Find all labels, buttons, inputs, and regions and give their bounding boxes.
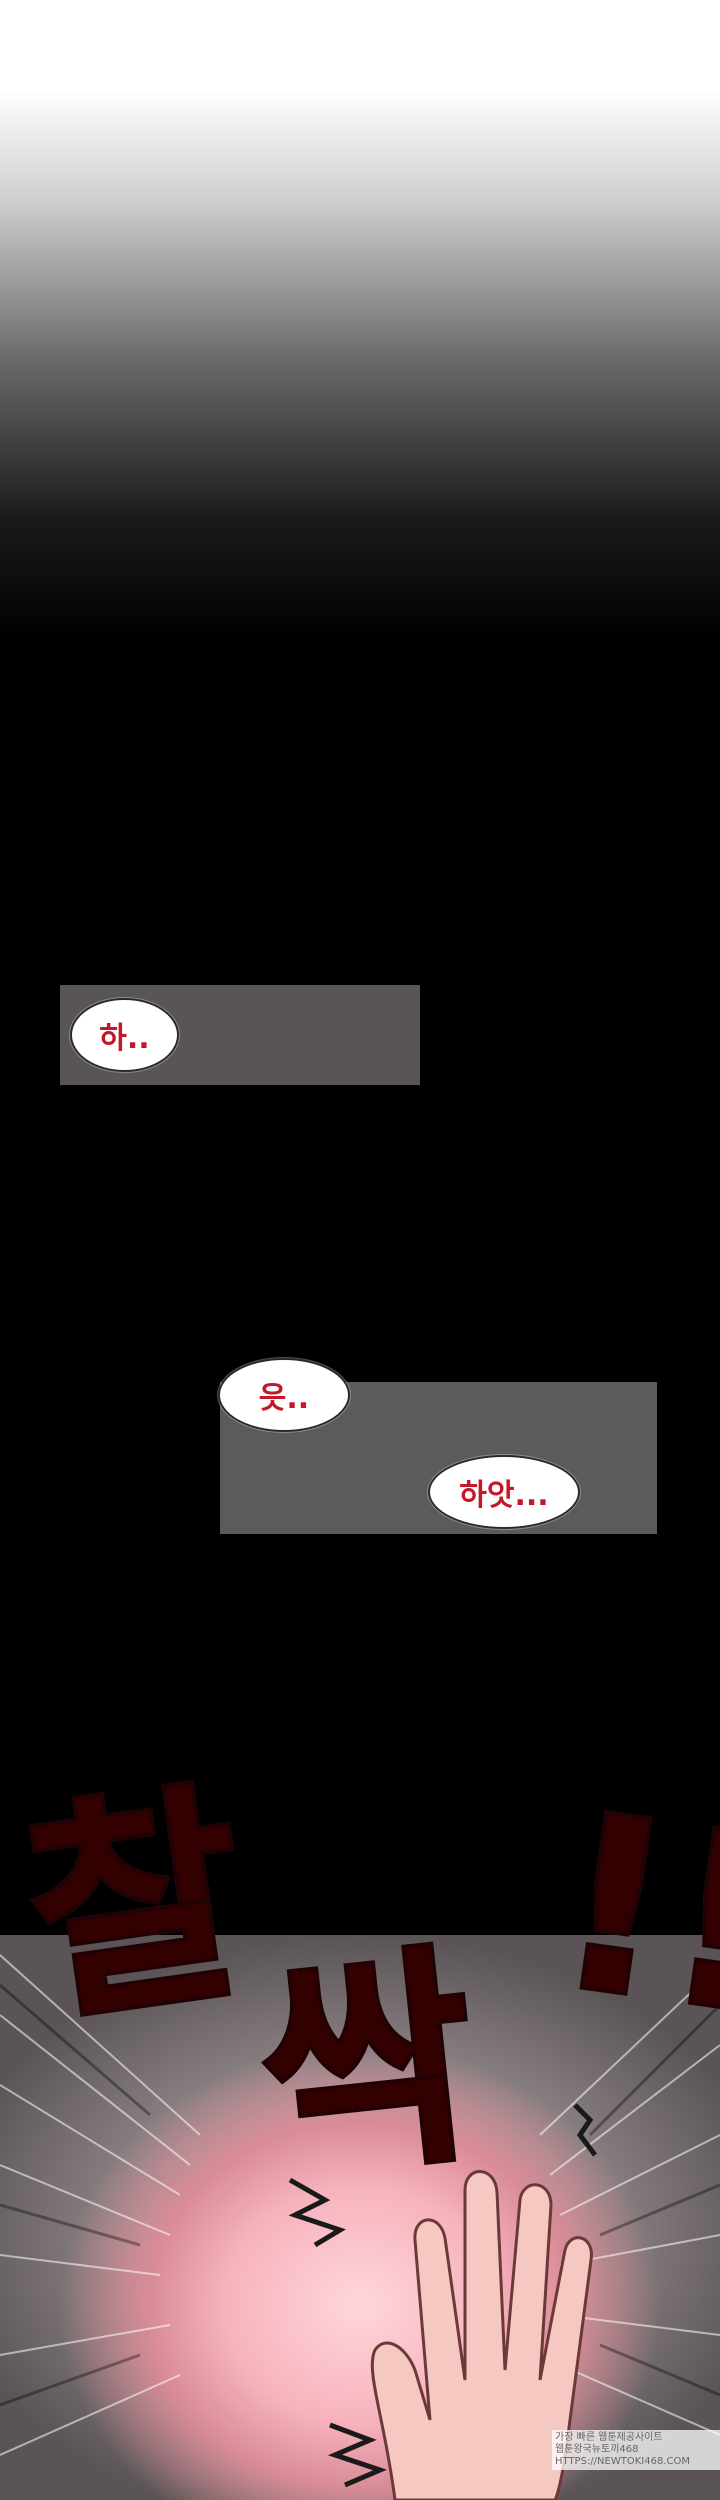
- top-gradient-fade: [0, 0, 720, 640]
- watermark-line-3: HTTPS://NEWTOKI468.COM: [555, 2456, 690, 2467]
- vibration-mark-right: [573, 2103, 597, 2157]
- watermark-line-1: 가장 빠른 웹툰제공사이트: [555, 2432, 663, 2443]
- speech-bubble-1-text: 하..: [99, 1021, 150, 1056]
- sfx-ssak: 싹: [243, 1870, 490, 2223]
- speech-bubble-2: 읏..: [218, 1358, 350, 1432]
- sfx-exclamation: !!: [539, 1758, 720, 2072]
- vibration-mark-bottom: [327, 2422, 388, 2488]
- watermark: 가장 빠른 웹툰제공사이트 웹툰왕국뉴토끼468 HTTPS://NEWTOKI…: [552, 2430, 720, 2470]
- speech-bubble-2-text: 읏..: [258, 1381, 310, 1416]
- hand-illustration: [370, 2170, 593, 2500]
- speech-bubble-3-text: 하앗...: [459, 1478, 549, 1513]
- vibration-mark-left: [288, 2177, 346, 2248]
- speech-bubble-1: 하..: [70, 998, 179, 1072]
- watermark-line-2: 웹툰왕국뉴토끼468: [555, 2444, 639, 2455]
- sfx-chal: 찰: [6, 1707, 263, 2066]
- speech-bubble-3: 하앗...: [428, 1455, 580, 1529]
